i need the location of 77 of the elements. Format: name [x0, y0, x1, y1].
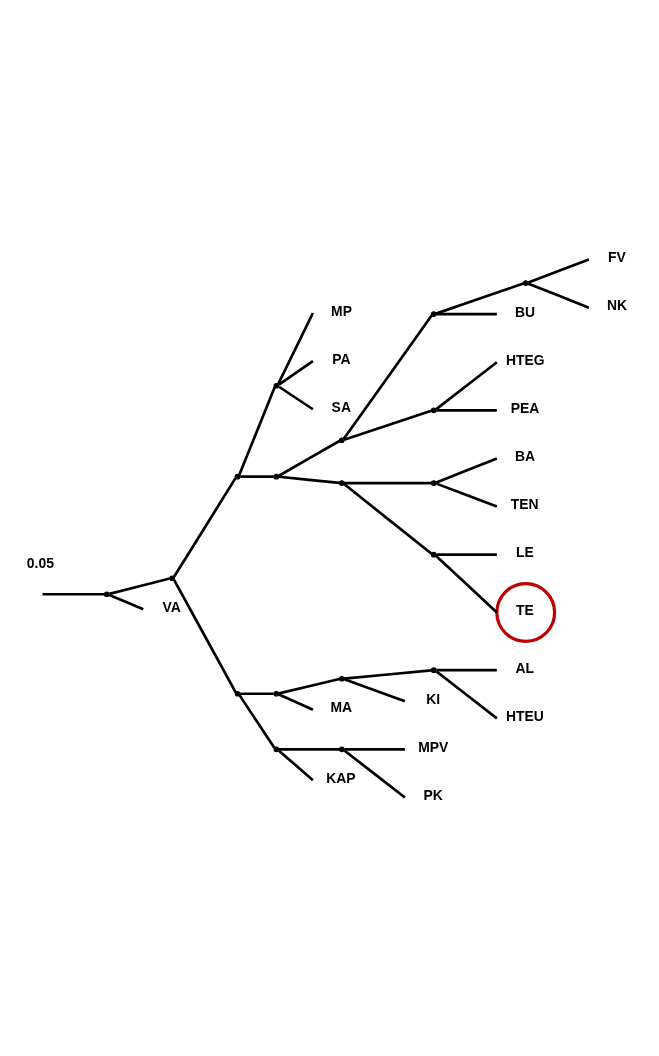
connector: [343, 677, 406, 702]
connector: [435, 481, 498, 508]
connector: [278, 749, 314, 781]
node-text: MA: [330, 698, 353, 715]
node-point: [273, 382, 280, 389]
connector: [276, 311, 315, 385]
node-point: [430, 551, 437, 558]
connector: [436, 312, 497, 315]
connector: [344, 668, 432, 680]
node-point: [273, 690, 280, 697]
connector: [436, 408, 497, 412]
node-text: PA: [332, 350, 351, 367]
label: 0.05: [26, 554, 54, 571]
node-text: NK: [607, 296, 628, 313]
connector: [344, 481, 432, 484]
node-point: [522, 279, 529, 286]
connector: [435, 360, 498, 410]
connector: [238, 386, 276, 476]
node-point: [169, 574, 175, 581]
connector: [278, 439, 341, 477]
node-text: BA: [515, 447, 536, 464]
node-text: KAP: [326, 769, 356, 786]
node-point: [273, 473, 280, 479]
connector: [108, 593, 144, 610]
connector: [278, 359, 314, 386]
connector: [42, 592, 105, 596]
node-text: VA: [162, 598, 181, 615]
connector: [435, 281, 524, 315]
node-text: HTEU: [505, 707, 544, 724]
connector: [342, 314, 433, 440]
connector: [278, 692, 314, 711]
connector: [240, 474, 274, 478]
node-text: BU: [515, 303, 536, 320]
node-point: [430, 666, 437, 673]
connector: [279, 747, 340, 751]
connector: [278, 385, 314, 410]
node-text: FV: [608, 248, 626, 265]
connector: [109, 576, 171, 595]
connector: [435, 554, 498, 613]
node-point: [338, 479, 345, 486]
node-text: KI: [426, 690, 441, 707]
node-point: [338, 675, 345, 682]
node-point: [430, 479, 437, 486]
node-text: SA: [331, 398, 351, 415]
connector: [436, 668, 497, 672]
connector: [172, 578, 237, 693]
node-point: [103, 590, 110, 597]
node-point: [234, 690, 241, 697]
connector: [278, 474, 340, 484]
connector: [240, 691, 274, 695]
connector: [527, 257, 590, 284]
node-point: [430, 310, 437, 317]
node-point: [430, 406, 437, 413]
connector: [172, 476, 237, 577]
node-text: AL: [515, 659, 535, 676]
connector: [344, 747, 405, 751]
connector: [436, 552, 497, 556]
connector: [238, 693, 276, 749]
node-text: MP: [331, 302, 352, 319]
connector: [343, 409, 432, 441]
node-text: HTEG: [505, 351, 545, 368]
node-text: TEN: [510, 495, 539, 512]
node-circle: TE: [495, 581, 557, 643]
connector: [278, 677, 340, 695]
connector: [343, 482, 433, 555]
node-point: [234, 473, 241, 479]
node-text: LE: [516, 543, 534, 560]
connector: [435, 456, 498, 484]
node-point: [338, 746, 345, 752]
connector: [435, 669, 498, 719]
node-text: MPV: [418, 738, 449, 755]
connector: [527, 281, 590, 309]
node-point: [273, 746, 280, 752]
node-point: [338, 436, 345, 443]
node-text: PEA: [510, 399, 540, 416]
connector: [343, 748, 406, 799]
node-text: PK: [423, 786, 443, 803]
